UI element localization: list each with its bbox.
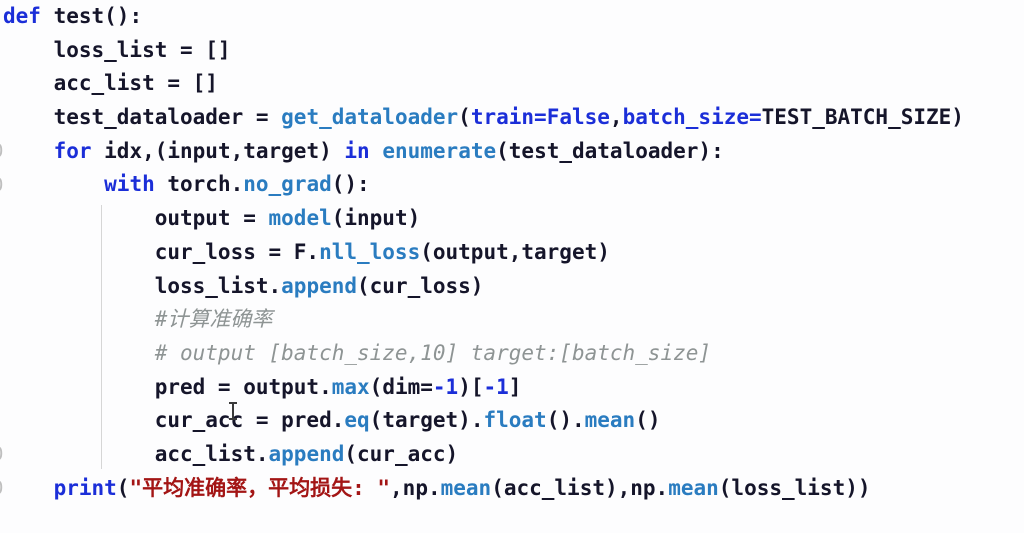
code-token-default: (test_dataloader): [496, 138, 724, 163]
code-token-function: mean [584, 408, 636, 433]
code-token-function: mean [668, 475, 719, 500]
code-token-default [3, 476, 54, 500]
code-token-keyword: False [546, 105, 610, 130]
code-token-keyword: def [3, 4, 41, 28]
code-token-default: () [635, 408, 661, 433]
code-token-function: append [268, 441, 345, 466]
code-line[interactable]: def test(): [3, 0, 1024, 34]
line-number-partial: 0 [0, 472, 3, 506]
code-token-default: loss_list. [3, 273, 282, 298]
code-token-function: max [331, 374, 370, 399]
code-token-keyword: print [53, 475, 117, 500]
code-line[interactable]: test_dataloader = get_dataloader(train=F… [3, 101, 1024, 135]
code-token-keyword: in [344, 138, 370, 163]
code-line[interactable]: cur_acc = pred.eq(target).float().mean() [3, 404, 1024, 438]
code-token-keyword: for [53, 138, 92, 163]
code-token-default: TEST_BATCH_SIZE) [761, 105, 964, 130]
code-line[interactable]: #计算准确率 [3, 303, 1024, 337]
line-number-partial: 0 [0, 438, 3, 472]
line-number-partial: 0 [0, 169, 3, 203]
code-token-default [3, 172, 104, 196]
code-token-default: (acc_list),np. [491, 475, 669, 500]
code-token-comment: #计算准确率 [3, 307, 273, 332]
code-token-default: cur_loss = F. [3, 239, 320, 264]
code-token-default [370, 139, 383, 163]
code-token-default: (cur_loss) [357, 273, 484, 298]
code-token-function: float [483, 408, 547, 433]
code-line[interactable]: loss_list = [] [3, 34, 1024, 68]
code-token-default: idx,(input,target) [91, 138, 345, 163]
code-token-default: cur_acc = pred. [3, 408, 345, 433]
code-token-default: (). [546, 408, 585, 433]
indent-guide-line [101, 205, 102, 469]
code-line[interactable]: # output [batch_size,10] target:[batch_s… [3, 337, 1024, 371]
i-beam-stem [232, 404, 234, 418]
code-area[interactable]: def test(): loss_list = [] acc_list = []… [3, 0, 1024, 505]
code-token-function: mean [440, 475, 492, 500]
code-token-default: (input) [331, 206, 421, 231]
code-line[interactable]: acc_list.append(cur_acc) [3, 438, 1024, 472]
code-line[interactable]: pred = output.max(dim=-1)[-1] [3, 371, 1024, 405]
line-number-partial: 0 [0, 135, 3, 169]
i-beam-top-bar [229, 402, 237, 404]
code-token-function: no_grad [243, 172, 332, 197]
i-beam-cursor-pointer [227, 402, 239, 420]
code-token-default: test_dataloader = [3, 105, 282, 130]
code-token-keyword: train= [470, 105, 547, 130]
code-token-function: enumerate [382, 138, 497, 163]
code-token-default [3, 139, 54, 163]
code-token-function: nll_loss [319, 239, 421, 264]
code-token-function: append [281, 273, 358, 298]
code-line[interactable]: print("平均准确率，平均损失: ",np.mean(acc_list),n… [3, 472, 1024, 506]
code-token-default: ] [508, 374, 522, 399]
code-line[interactable]: loss_list.append(cur_loss) [3, 270, 1024, 304]
code-token-default: (target). [369, 408, 484, 433]
code-line[interactable]: with torch.no_grad(): [3, 168, 1024, 202]
code-token-keyword: with [104, 172, 155, 197]
code-token-default: (loss_list)) [718, 475, 871, 500]
i-beam-bottom-bar [229, 418, 237, 420]
code-token-default: torch. [154, 172, 244, 197]
code-token-default: (): [331, 172, 370, 197]
code-token-function: eq [344, 408, 370, 433]
code-token-default: ( [458, 105, 471, 130]
code-token-default: output = [3, 206, 269, 231]
code-line[interactable]: for idx,(input,target) in enumerate(test… [3, 135, 1024, 169]
code-token-comment: # output [batch_size,10] target:[batch_s… [3, 340, 712, 365]
code-token-default: ( [116, 475, 130, 500]
code-token-default: )[ [458, 374, 484, 399]
code-token-default: acc_list. [3, 441, 269, 466]
code-token-default: , [609, 105, 623, 130]
code-token-function: model [268, 206, 332, 231]
code-token-number: -1 [483, 374, 509, 399]
code-token-default: test(): [40, 4, 143, 28]
code-token-keyword: batch_size= [622, 105, 762, 130]
code-token-default: (cur_acc) [344, 441, 459, 466]
code-token-string: "平均准确率，平均损失: " [129, 475, 391, 500]
code-token-default: (output,target) [420, 239, 610, 264]
code-line[interactable]: output = model(input) [3, 202, 1024, 236]
code-token-default: pred = output. [3, 374, 332, 399]
code-token-default: loss_list = [] [3, 37, 231, 62]
code-token-function: get_dataloader [281, 105, 459, 130]
code-line[interactable]: cur_loss = F.nll_loss(output,target) [3, 236, 1024, 270]
code-token-number: -1 [432, 374, 459, 399]
code-token-default: ,np. [390, 475, 441, 500]
code-token-default: acc_list = [] [3, 71, 218, 96]
code-token-default: (dim= [369, 374, 433, 399]
code-line[interactable]: acc_list = [] [3, 67, 1024, 101]
